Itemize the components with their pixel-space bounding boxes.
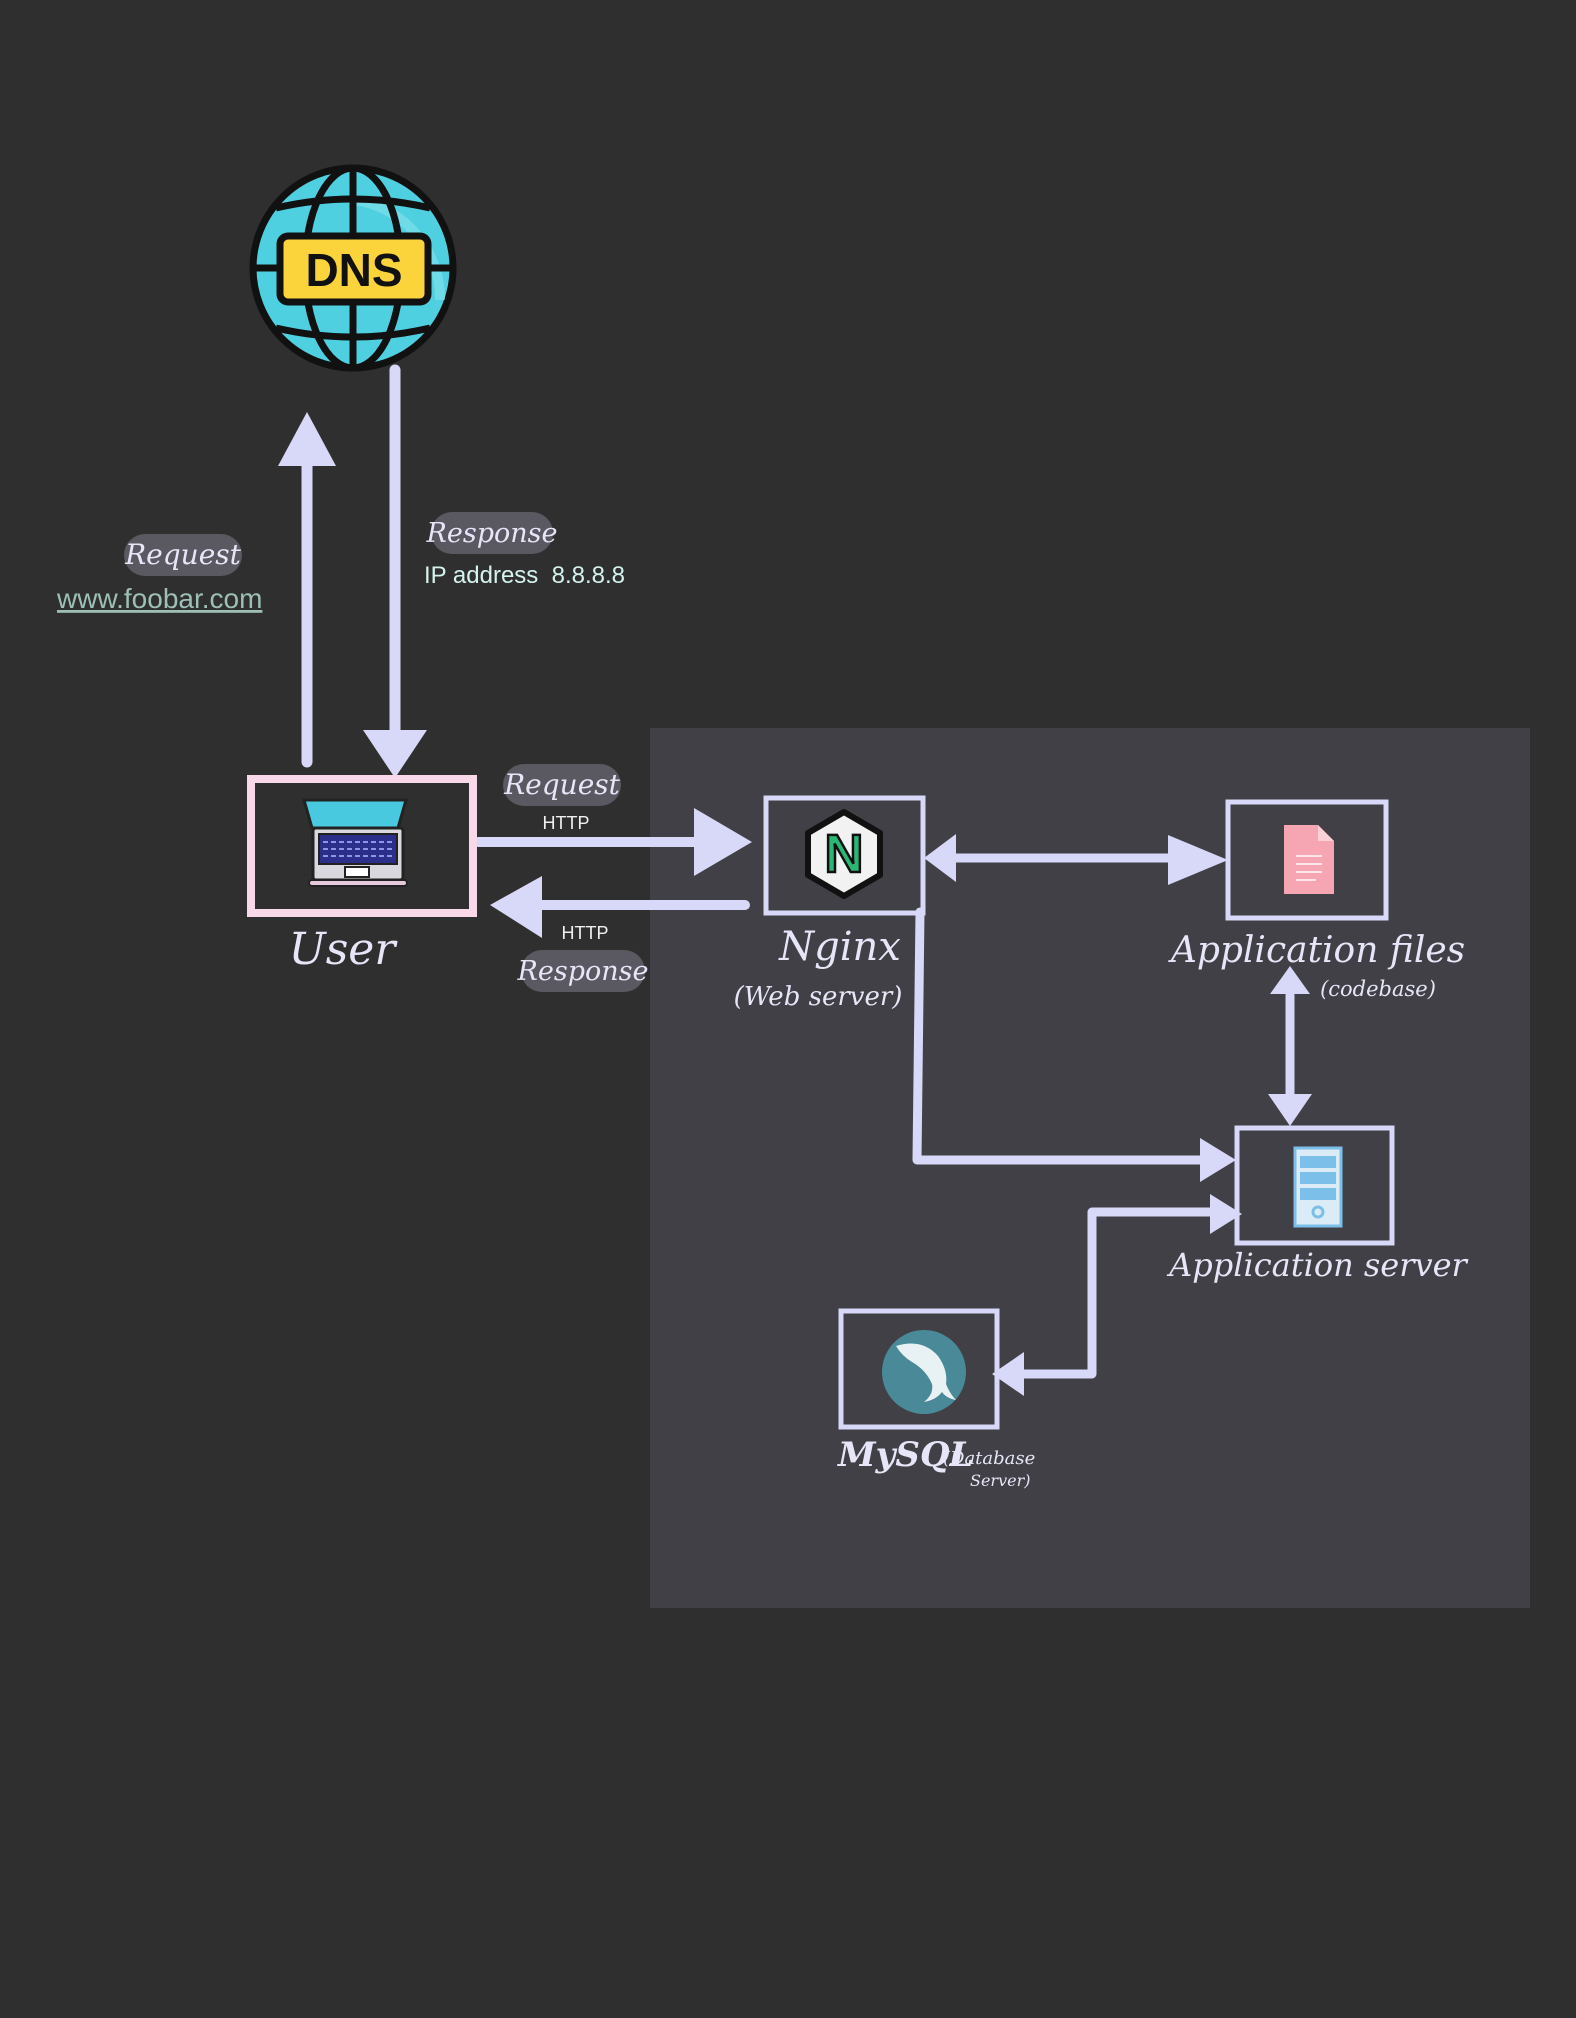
http-request-tag: Request bbox=[503, 764, 621, 806]
nginx-hexagon-icon: N bbox=[805, 809, 883, 899]
nginx-appserver-arrow bbox=[912, 907, 1236, 1182]
http-response-tag: Response bbox=[517, 950, 649, 992]
http-response-protocol: HTTP bbox=[562, 923, 609, 943]
application-server-node[interactable]: Application server bbox=[1166, 1125, 1469, 1284]
user-box bbox=[247, 775, 477, 917]
dns-request-tag-text: Request bbox=[124, 538, 242, 571]
dns-request-arrow bbox=[278, 412, 336, 768]
server-icon bbox=[1293, 1146, 1343, 1228]
user-node[interactable]: User bbox=[247, 775, 477, 975]
mysql-label: MySQL bbox=[837, 1435, 973, 1475]
dns-response-arrow bbox=[363, 364, 427, 778]
arrows bbox=[278, 364, 1312, 1396]
http-request-tag-text: Request bbox=[503, 768, 621, 801]
nginx-node[interactable]: N Nginx (Web server) bbox=[734, 795, 926, 1012]
appserver-mysql-arrow bbox=[992, 1194, 1242, 1396]
http-request-arrow bbox=[473, 808, 752, 876]
http-response-tag-text: Response bbox=[517, 956, 649, 987]
mysql-sublabel-line1: (Database bbox=[943, 1448, 1035, 1469]
dns-response-tag: Response bbox=[426, 512, 558, 554]
application-files-box bbox=[1225, 799, 1389, 921]
laptop-icon bbox=[302, 798, 408, 887]
application-files-label: Application files bbox=[1168, 930, 1465, 971]
dns-label: DNS bbox=[305, 244, 402, 296]
application-server-label: Application server bbox=[1166, 1246, 1468, 1284]
mysql-node[interactable]: MySQL (Database Server) bbox=[837, 1308, 1035, 1490]
user-label: User bbox=[289, 924, 399, 975]
dns-globe-icon: DNS bbox=[249, 164, 457, 372]
dns-plate bbox=[276, 232, 432, 306]
application-files-sublabel: (codebase) bbox=[1320, 977, 1436, 1001]
files-server-arrow bbox=[1268, 966, 1312, 1126]
dns-response-tag-text: Response bbox=[426, 518, 558, 549]
nginx-box bbox=[763, 795, 926, 916]
mysql-box bbox=[838, 1308, 1000, 1430]
dns-request-tag: Request bbox=[124, 534, 242, 576]
nginx-sublabel: (Web server) bbox=[734, 982, 903, 1012]
domain-link[interactable]: www.foobar.com bbox=[56, 583, 262, 614]
server-zone bbox=[650, 728, 1530, 1608]
nginx-label: Nginx bbox=[778, 924, 901, 970]
application-files-node[interactable]: Application files (codebase) bbox=[1168, 799, 1465, 1001]
application-server-box bbox=[1234, 1125, 1395, 1246]
mysql-sublabel-line2: Server) bbox=[970, 1471, 1030, 1490]
http-response-arrow bbox=[490, 876, 750, 938]
nginx-icon-letter: N bbox=[825, 824, 864, 884]
nginx-files-arrow bbox=[924, 834, 1228, 885]
document-icon bbox=[1284, 825, 1334, 894]
http-request-protocol: HTTP bbox=[543, 813, 590, 833]
mysql-dolphin-icon bbox=[882, 1330, 966, 1414]
ip-address-text: IP address 8.8.8.8 bbox=[424, 562, 625, 589]
